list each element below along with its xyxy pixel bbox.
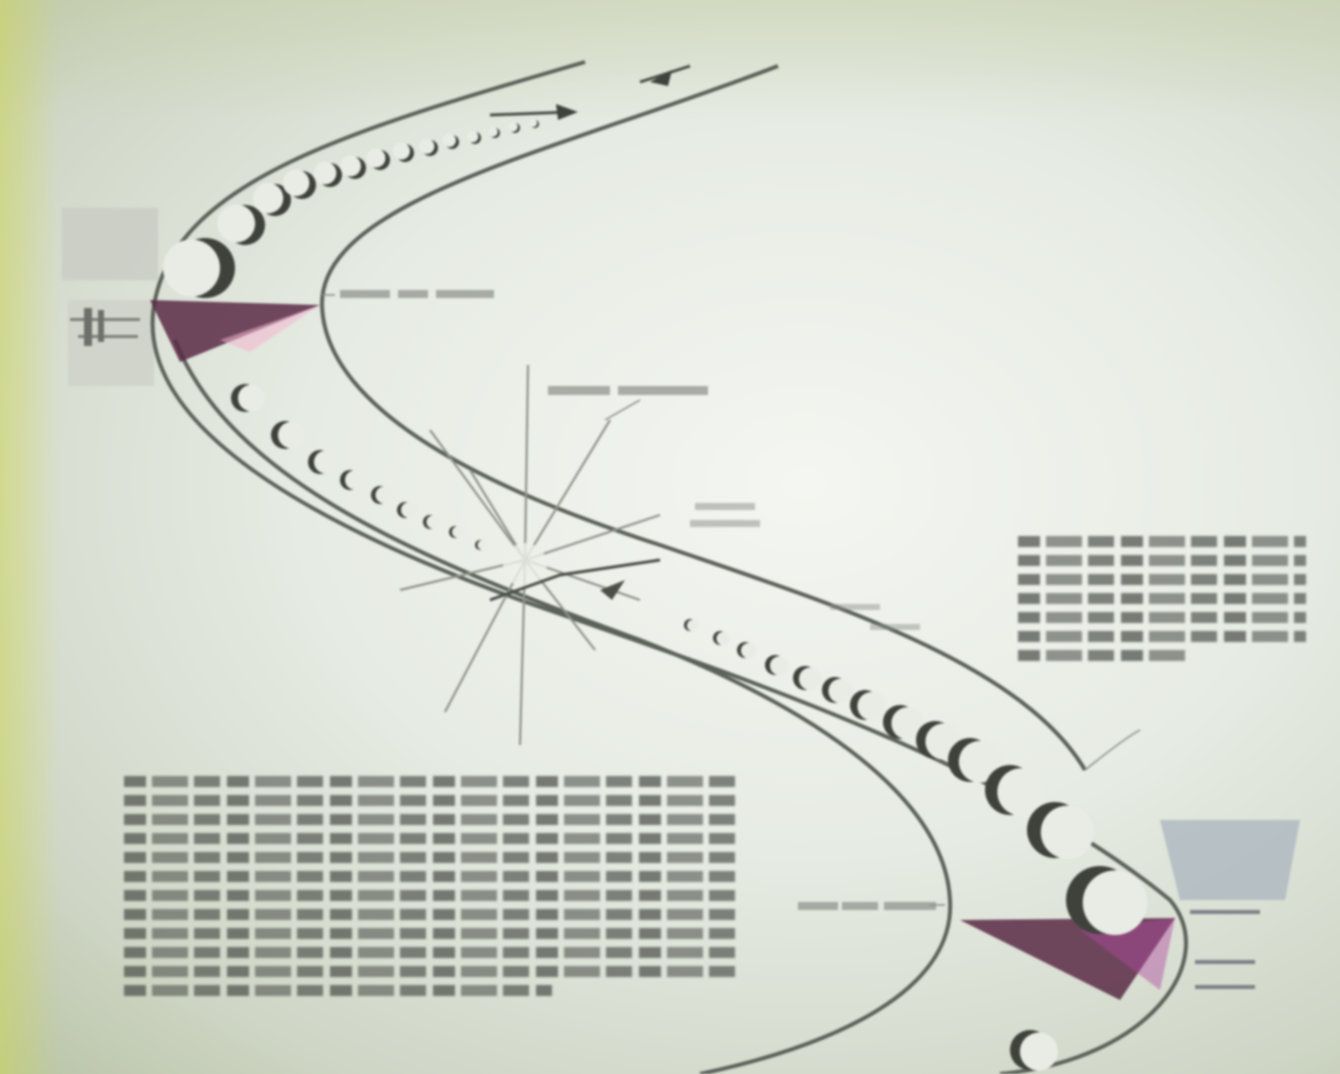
- orbit-direction-arrows: [489, 64, 691, 120]
- bracket-icon: [1160, 820, 1300, 989]
- moon-phase: [366, 148, 390, 170]
- moon-phase: [313, 161, 342, 187]
- moon-phase: [163, 238, 235, 298]
- shadow-wedge-lower: [960, 918, 1175, 1000]
- inner-orbit-curve: [319, 64, 1087, 772]
- moon-phase: [392, 142, 414, 162]
- moon-phase: [1027, 802, 1095, 859]
- moon-phase: [713, 631, 730, 646]
- sun-center: [503, 543, 547, 587]
- moon-phases-upper: [163, 119, 539, 298]
- lower-orbit-curve: [173, 339, 953, 1074]
- moon-phase: [419, 138, 438, 156]
- moon-phase: [529, 119, 539, 128]
- moon-phase: [466, 130, 481, 144]
- moon-phase: [397, 502, 417, 518]
- moon-phase: [442, 133, 459, 149]
- caption-marks: [340, 290, 936, 910]
- moon-phase: [1010, 1030, 1058, 1071]
- moon-phase: [371, 486, 393, 504]
- moon-phase: [282, 169, 316, 199]
- moon-phase: [684, 619, 699, 632]
- moon-phase: [985, 765, 1045, 816]
- moon-phase: [271, 421, 305, 449]
- moon-phase: [231, 384, 265, 412]
- moon-phase: [850, 690, 886, 721]
- right-callout-text: [1018, 530, 1306, 712]
- moon-phase: [883, 705, 924, 740]
- moon-phase: [475, 540, 487, 550]
- moon-phase: [423, 515, 440, 529]
- moon-phase: [793, 666, 822, 691]
- moon-phase: [948, 738, 1001, 783]
- center-arrow: [489, 558, 661, 602]
- moon-phase: [340, 470, 364, 490]
- moon-phase: [488, 127, 500, 138]
- tower-icon: [62, 208, 158, 386]
- moon-phase: [252, 182, 291, 216]
- moon-phase: [822, 677, 854, 704]
- body-paragraph: [124, 770, 736, 1074]
- moon-phase: [217, 204, 265, 245]
- moon-phase: [508, 122, 520, 133]
- moon-phase: [340, 155, 366, 179]
- moon-phase: [737, 642, 757, 659]
- moon-phase: [765, 655, 789, 676]
- moon-phase: [449, 526, 464, 538]
- outer-orbit-curve: [150, 60, 1188, 1074]
- center-arrow-head: [600, 580, 625, 600]
- moon-phases-lower: [231, 384, 1148, 1071]
- moon-phase: [308, 450, 337, 474]
- shadow-wedge-upper: [150, 300, 320, 362]
- moon-phase: [1066, 866, 1148, 935]
